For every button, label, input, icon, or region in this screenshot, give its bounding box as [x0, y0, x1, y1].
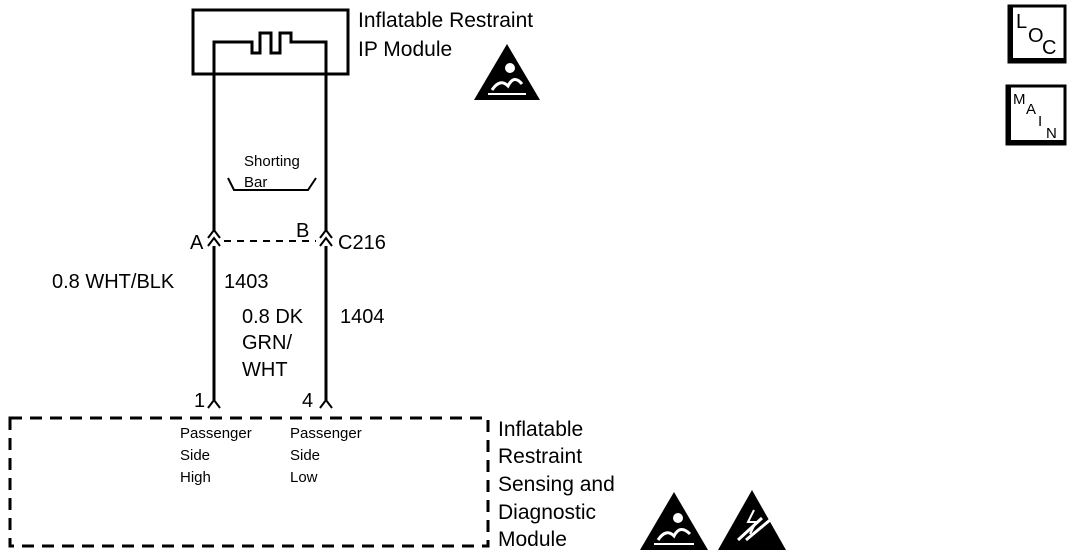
terminal-1-line1: Passenger	[180, 425, 252, 442]
sdm-title-line4: Diagnostic	[498, 501, 596, 524]
sdm-pin-4-label: 4	[302, 390, 313, 412]
connector-pin-a-label: A	[190, 232, 204, 254]
terminal-4-line3: Low	[290, 469, 318, 486]
main-letter-3: I	[1038, 113, 1042, 130]
connector-c216-pin-b	[319, 228, 333, 247]
ip-module-title-line1: Inflatable Restraint	[358, 9, 533, 32]
main-button[interactable]: M A I N	[1005, 84, 1067, 146]
airbag-warning-icon	[640, 492, 708, 550]
sdm-pin-4-terminal	[319, 398, 333, 409]
ip-module-connector-symbol	[212, 31, 328, 74]
loc-letter-3: C	[1042, 37, 1056, 59]
loc-letter-2: O	[1028, 25, 1044, 47]
main-letter-4: N	[1046, 125, 1057, 142]
wire-1404-circuit: 1404	[340, 306, 385, 328]
shorting-bar-bracket	[227, 177, 317, 191]
loc-button[interactable]: L O C	[1007, 4, 1067, 64]
ip-module-title-line2: IP Module	[358, 38, 452, 61]
wire-1403-spec: 0.8 WHT/BLK	[52, 271, 175, 293]
sdm-title-line3: Sensing and	[498, 473, 615, 496]
main-letter-1: M	[1013, 91, 1026, 108]
sdm-pin-1-label: 1	[194, 390, 205, 412]
airbag-warning-icon	[474, 44, 540, 100]
main-letter-2: A	[1026, 101, 1036, 118]
wire-1404-spec-line2: GRN/	[242, 332, 292, 354]
connector-pin-b-label: B	[296, 220, 309, 242]
connector-name-label: C216	[338, 232, 386, 254]
terminal-4-line2: Side	[290, 447, 320, 464]
shorting-bar-label-line1: Shorting	[244, 153, 300, 170]
wire-1404-spec-line3: WHT	[242, 359, 288, 381]
sdm-title-line1: Inflatable	[498, 418, 583, 441]
esd-warning-icon	[718, 490, 786, 550]
sdm-title-line2: Restraint	[498, 445, 582, 468]
shorting-bar-label-line2: Bar	[244, 174, 267, 191]
sdm-title-line5: Module	[498, 528, 567, 551]
ip-module-box	[191, 8, 350, 76]
sdm-module-box	[8, 416, 490, 548]
sdm-pin-1-terminal	[207, 398, 221, 409]
terminal-4-line1: Passenger	[290, 425, 362, 442]
terminal-1-line3: High	[180, 469, 211, 486]
wire-1403-circuit: 1403	[224, 271, 269, 293]
connector-c216-pin-a	[207, 228, 221, 247]
loc-letter-1: L	[1016, 11, 1027, 33]
terminal-1-line2: Side	[180, 447, 210, 464]
wire-1404-spec-line1: 0.8 DK	[242, 306, 304, 328]
